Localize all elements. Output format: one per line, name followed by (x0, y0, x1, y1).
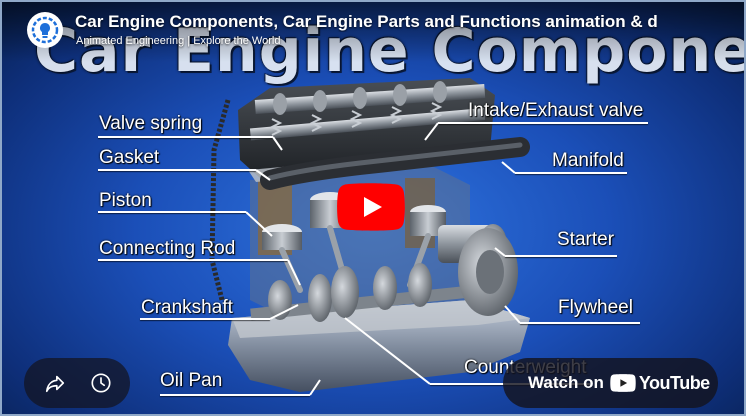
play-icon (337, 183, 405, 231)
valve-spring-line (98, 136, 273, 138)
youtube-logo: YouTube (610, 373, 710, 394)
label-flywheel: Flywheel (558, 297, 633, 318)
channel-avatar[interactable] (27, 12, 63, 48)
crankshaft-line (140, 318, 270, 320)
connecting-rod-line (98, 259, 288, 261)
piston-line (98, 211, 246, 213)
youtube-logo-icon (610, 374, 636, 392)
share-arrow-icon (45, 375, 65, 393)
label-valve-spring: Valve spring (99, 113, 203, 134)
label-intake-exhaust-valve: Intake/Exhaust valve (468, 100, 644, 121)
flywheel-line (520, 322, 640, 324)
gasket-line (98, 169, 256, 171)
label-piston: Piston (99, 190, 152, 211)
label-manifold: Manifold (552, 150, 624, 171)
lightbulb-gear-icon (31, 16, 59, 44)
play-button[interactable] (337, 183, 405, 231)
clock-icon (91, 373, 111, 393)
label-gasket: Gasket (99, 147, 160, 168)
channel-name[interactable]: Animated Engineering | Explore the World (76, 35, 281, 47)
oil-pan-line (160, 394, 310, 396)
video-title[interactable]: Car Engine Components, Car Engine Parts … (75, 12, 658, 31)
title-bar (0, 0, 746, 62)
watch-on-youtube-button[interactable]: Watch on YouTube (503, 358, 718, 408)
starter-line (505, 255, 617, 257)
watch-on-label: Watch on (528, 373, 604, 392)
intake-exhaust-valve-line (438, 122, 648, 124)
bottom-controls-pill (24, 358, 130, 408)
share-button[interactable] (42, 370, 68, 396)
label-starter: Starter (557, 229, 615, 250)
label-connecting-rod: Connecting Rod (99, 238, 236, 259)
label-crankshaft: Crankshaft (141, 297, 233, 318)
youtube-wordmark: YouTube (638, 372, 710, 393)
watch-later-button[interactable] (88, 370, 114, 396)
label-oil-pan: Oil Pan (160, 370, 223, 391)
manifold-line (515, 172, 627, 174)
